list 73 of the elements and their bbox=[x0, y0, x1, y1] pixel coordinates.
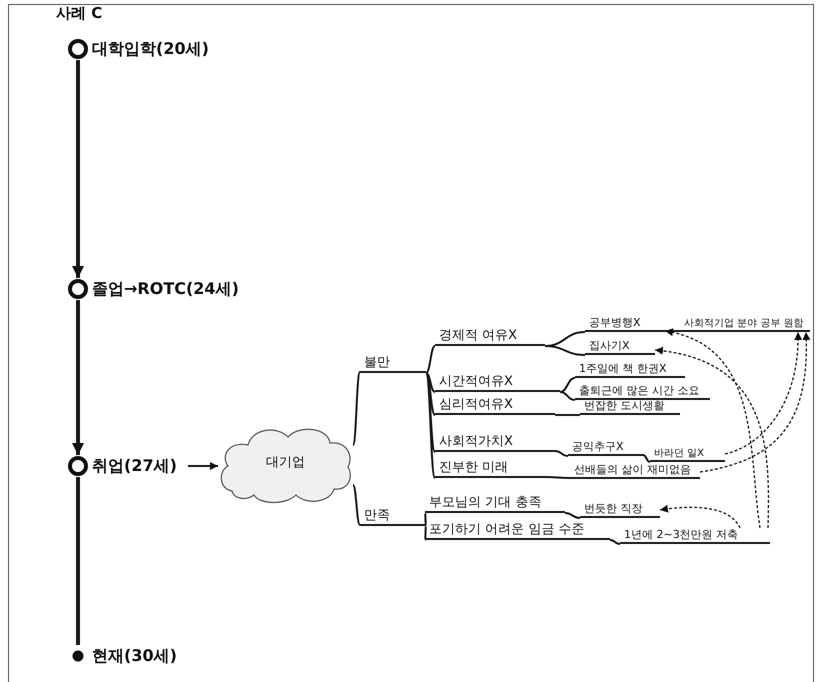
branch-line bbox=[585, 338, 655, 355]
branch-label: 불만 bbox=[364, 356, 390, 370]
branch-line bbox=[435, 434, 555, 452]
connector-line bbox=[554, 450, 568, 457]
branch-label: 번듯한 직장 bbox=[584, 502, 642, 515]
connector-line bbox=[560, 391, 576, 401]
connector-line bbox=[426, 372, 436, 393]
branch-line bbox=[435, 374, 560, 392]
branch-line bbox=[575, 384, 710, 400]
branch-line bbox=[360, 508, 426, 526]
branch-label: 심리적여유X bbox=[439, 398, 513, 412]
connector-line bbox=[560, 377, 576, 393]
arrow bbox=[72, 300, 84, 455]
connector-line bbox=[352, 484, 361, 526]
branch-line bbox=[425, 495, 565, 513]
dashed-arrow bbox=[660, 504, 741, 528]
milestone-label: 대학입학(20세) bbox=[92, 39, 209, 58]
branch-line bbox=[580, 502, 660, 518]
branch-label: 사회적가치X bbox=[439, 434, 513, 449]
branch-line bbox=[425, 522, 610, 540]
connector-line bbox=[610, 539, 620, 545]
branch-line bbox=[435, 460, 545, 478]
branch-line bbox=[360, 355, 426, 373]
branch-label: 1년에 2~3천만원 저축 bbox=[624, 528, 738, 541]
dashed-arrow bbox=[664, 329, 761, 528]
branch-label: 번잡한 도시생활 bbox=[584, 400, 664, 412]
branch-label: 진부한 미래 bbox=[439, 460, 508, 475]
arrow bbox=[188, 462, 218, 470]
branch-label: 시간적여유X bbox=[439, 374, 513, 389]
connector-line bbox=[642, 454, 650, 463]
diagram-title: 사례 C bbox=[56, 4, 102, 23]
branch-label: 사회적기업 분야 공부 원함 bbox=[684, 318, 804, 329]
branch-line bbox=[585, 315, 665, 332]
connector-line bbox=[352, 372, 361, 446]
milestone-label: 취업(27세) bbox=[92, 456, 177, 476]
milestone-label: 졸업→ROTC(24세) bbox=[92, 279, 239, 298]
milestone-label: 현재(30세) bbox=[92, 646, 177, 666]
connector-line bbox=[425, 345, 436, 374]
dashed-arrow bbox=[700, 332, 810, 473]
branch-label: 선배들의 삶이 재미없음 bbox=[574, 464, 691, 476]
branch-label: 포기하기 어려운 임금 수준 bbox=[429, 522, 584, 537]
branch-label: 바라던 일X bbox=[654, 448, 704, 459]
connector-line bbox=[425, 372, 436, 453]
branch-label: 출퇴근에 많은 시간 소요 bbox=[579, 384, 700, 397]
branch-line bbox=[575, 362, 685, 378]
branch-label: 경제적 여유X bbox=[439, 328, 518, 343]
branch-line bbox=[568, 439, 643, 456]
connector-line bbox=[555, 414, 580, 416]
branch-line bbox=[435, 397, 555, 415]
cloud-label: 대기업 bbox=[265, 455, 306, 471]
connector-line bbox=[424, 526, 427, 540]
branch-label: 부모님의 기대 충족 bbox=[429, 496, 542, 510]
branch-line bbox=[650, 446, 725, 462]
connector-line bbox=[545, 476, 570, 479]
connector-line bbox=[425, 372, 436, 478]
connector-line bbox=[425, 372, 436, 416]
connector-line bbox=[544, 345, 586, 356]
connector-line bbox=[76, 477, 80, 645]
branch-line bbox=[570, 462, 700, 479]
connector-line bbox=[665, 330, 680, 332]
dashed-arrow bbox=[724, 332, 802, 455]
arrow bbox=[72, 60, 84, 278]
connector-line bbox=[424, 512, 427, 526]
branch-label: 공부병행X bbox=[589, 316, 641, 329]
branch-line bbox=[580, 398, 680, 415]
connector-line bbox=[564, 512, 580, 519]
branch-line bbox=[435, 328, 545, 346]
branch-label: 집사기X bbox=[589, 340, 630, 352]
branch-line bbox=[620, 528, 770, 544]
branch-label: 공익추구X bbox=[572, 440, 624, 453]
dashed-arrow bbox=[654, 347, 770, 528]
branch-label: 만족 bbox=[364, 508, 390, 523]
branch-label: 1주일에 책 한권X bbox=[579, 362, 667, 375]
